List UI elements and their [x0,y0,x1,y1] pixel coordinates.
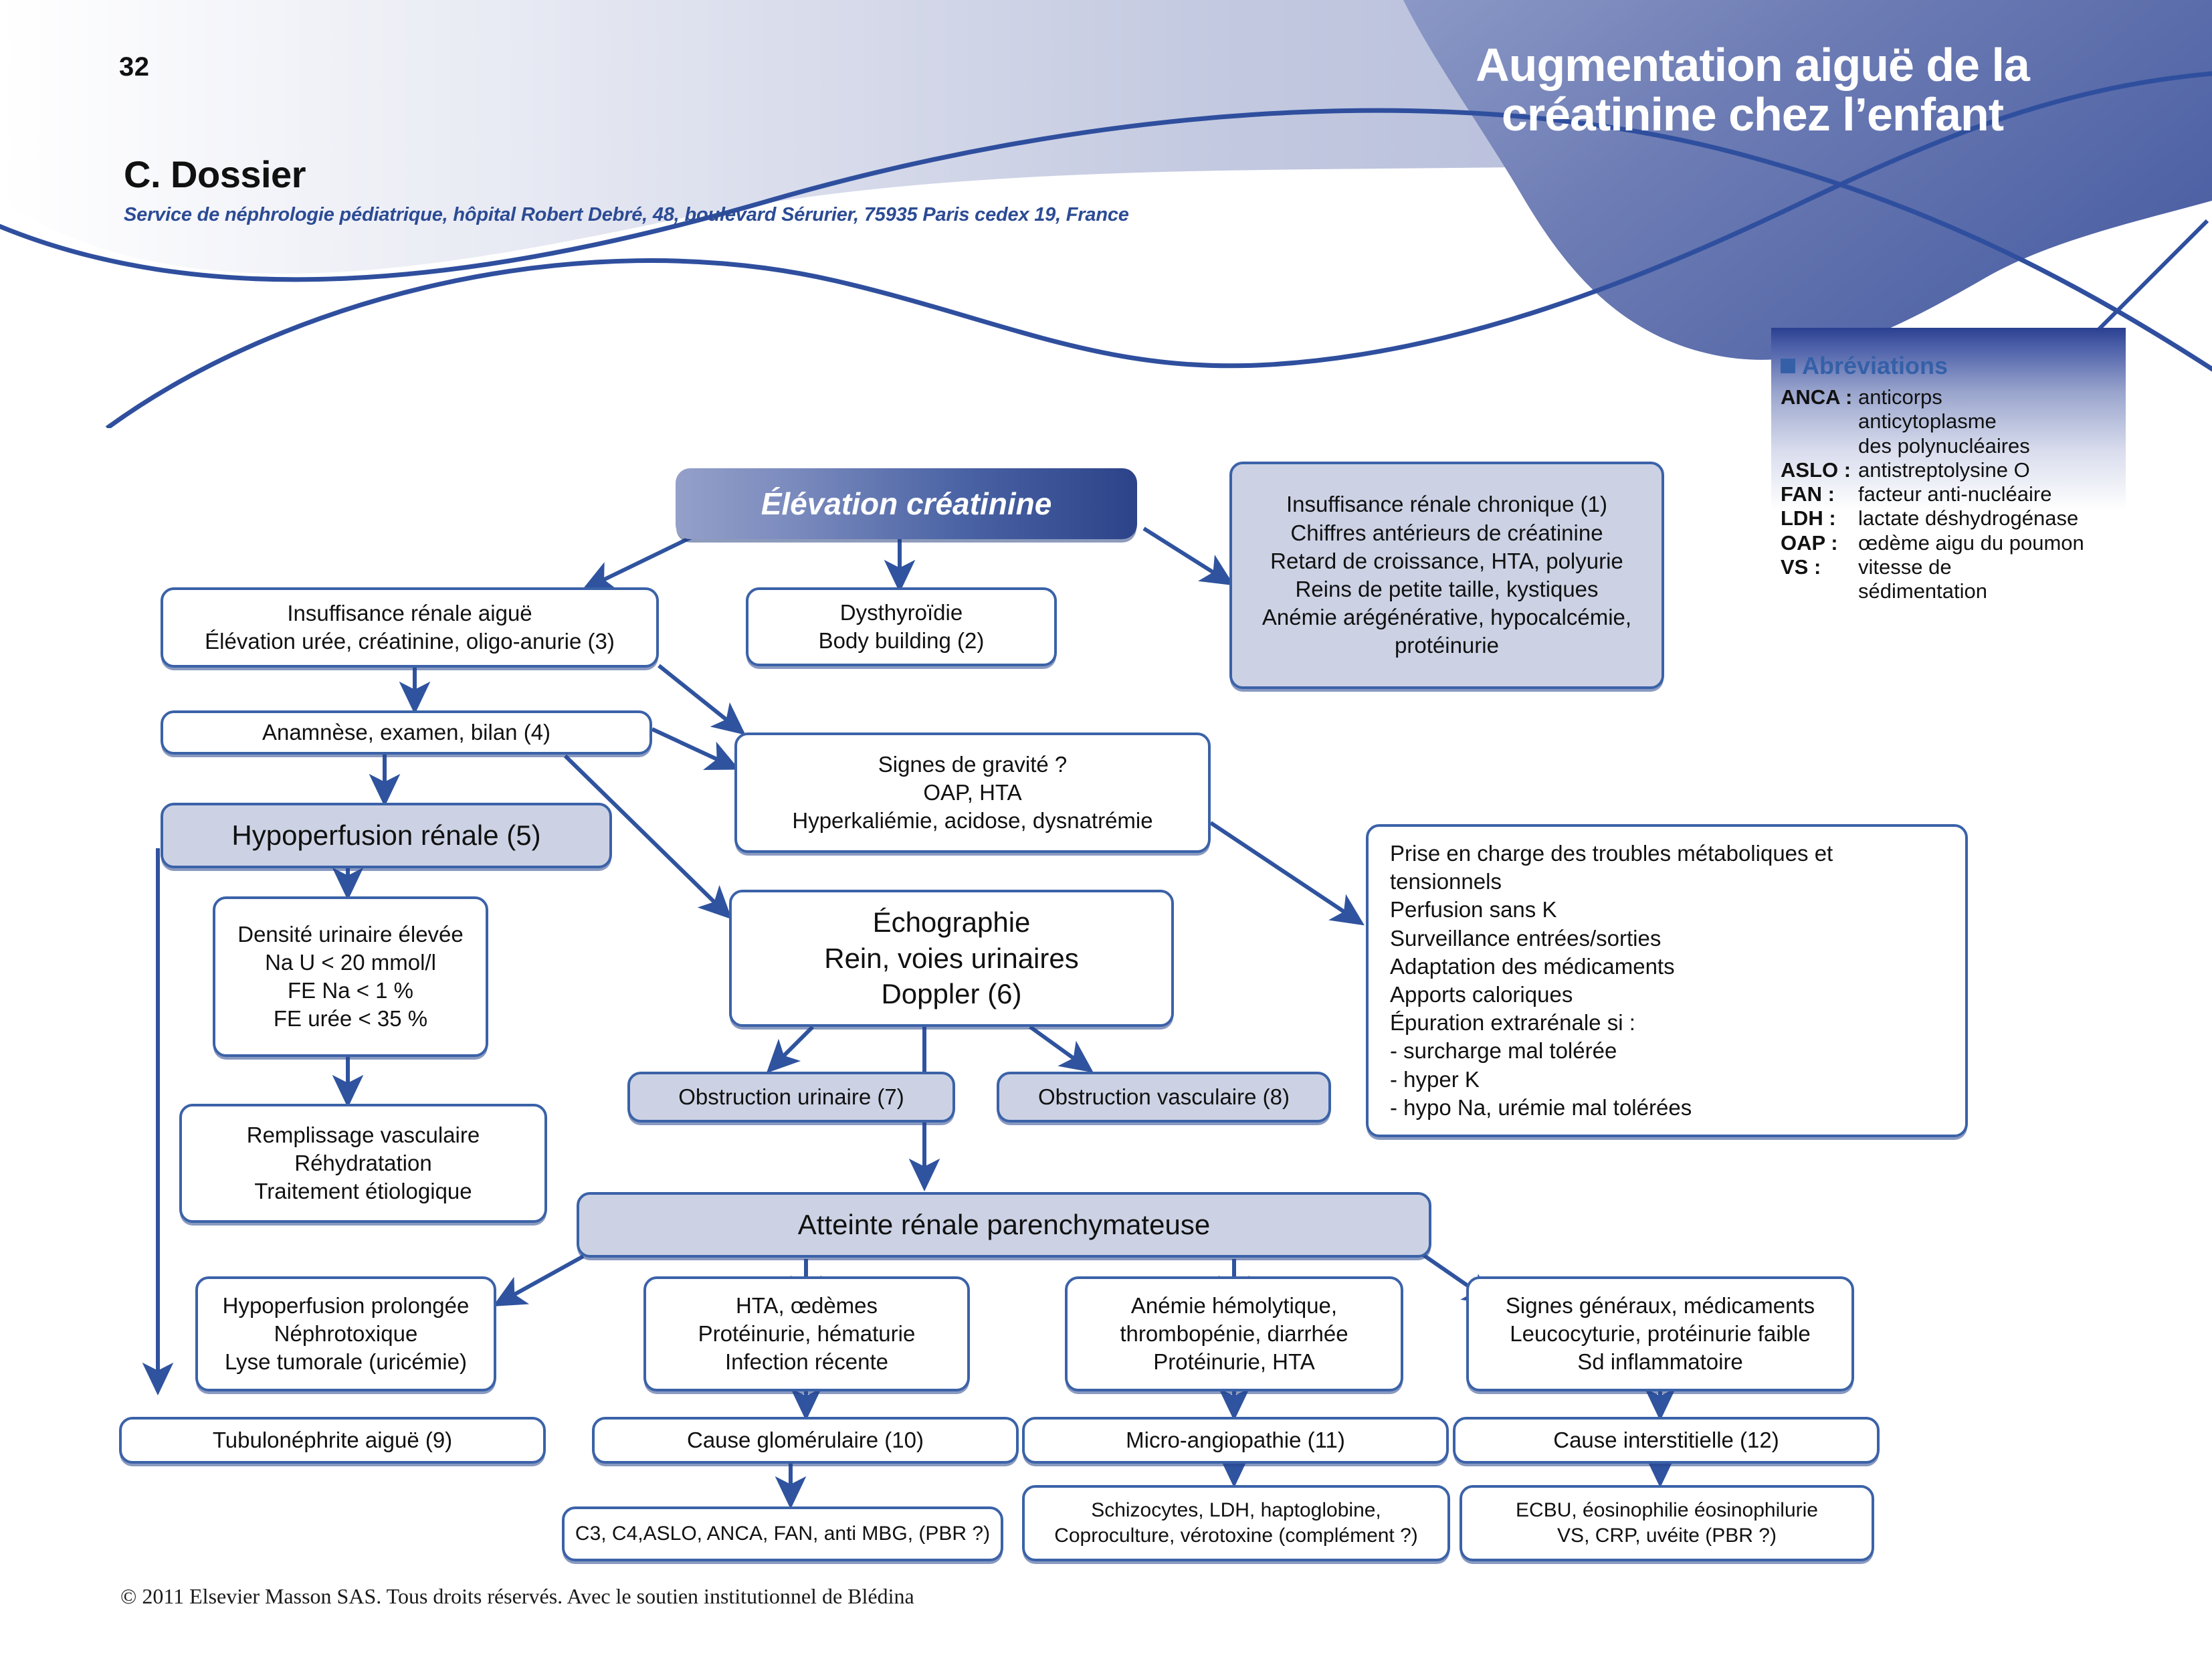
node-label: Tubulonéphrite aiguë (9) [212,1427,453,1452]
node-bilan-interstitielle[interactable]: ECBU, éosinophilie éosinophilurie VS, CR… [1460,1485,1874,1561]
abbreviation-value: lactate déshydrogénase [1858,506,2079,530]
node-tubulonephrite-aigue[interactable]: Tubulonéphrite aiguë (9) [119,1417,546,1464]
arrow-echo-to-obstruction-vasculaire [1029,1025,1094,1073]
arrow-atteinte-to-hypoperf-prolongee [492,1254,585,1306]
node-label: Signes de gravité ? OAP, HTA Hyperkaliém… [792,751,1153,834]
node-label: Insuffisance rénale chronique (1) Chiffr… [1262,492,1632,658]
node-hypoperfusion-renale[interactable]: Hypoperfusion rénale (5) [161,803,612,868]
node-label: Élévation créatinine [761,486,1052,521]
abbreviation-item: ANCA :anticorps [1781,385,2128,409]
node-prise-en-charge[interactable]: Prise en charge des troubles métabolique… [1366,824,1968,1137]
node-anamnese-examen-bilan[interactable]: Anamnèse, examen, bilan (4) [161,710,652,755]
abbreviation-item: FAN : facteur anti-nucléaire [1781,482,2128,506]
abbreviation-key: VS : [1781,555,1821,579]
node-label: Insuffisance rénale aiguë Élévation urée… [205,600,615,654]
node-label: Remplissage vasculaire Réhydratation Tra… [246,1122,480,1204]
node-label: Obstruction urinaire (7) [678,1084,904,1109]
abbreviations-list: ANCA :anticorps anticytoplasme des polyn… [1781,385,2128,603]
node-label: ECBU, éosinophilie éosinophilurie VS, CR… [1516,1498,1818,1547]
node-obstruction-urinaire[interactable]: Obstruction urinaire (7) [627,1072,955,1123]
node-obstruction-vasculaire[interactable]: Obstruction vasculaire (8) [997,1072,1331,1123]
abbreviation-key: OAP : [1781,530,1838,555]
node-label: Hypoperfusion rénale (5) [231,819,541,852]
abbreviations-heading-label: Abréviations [1802,352,1948,379]
node-label: Signes généraux, médicaments Leucocyturi… [1505,1292,1815,1375]
node-hta-oedemes[interactable]: HTA, œdèmes Protéinurie, hématurie Infec… [643,1276,970,1391]
abbreviation-value: anticorps [1858,385,1942,409]
abbreviation-item: ASLO : antistreptolysine O [1781,458,2128,482]
node-remplissage-vasculaire[interactable]: Remplissage vasculaire Réhydratation Tra… [179,1104,547,1223]
abbreviation-continuation: sédimentation [1858,579,1988,603]
node-label: Anamnèse, examen, bilan (4) [262,719,551,745]
abbreviation-value: vitesse de [1858,555,1952,579]
arrow-anamnese-to-echographie [563,754,732,920]
node-micro-angiopathie[interactable]: Micro-angiopathie (11) [1022,1417,1449,1464]
node-label: Atteinte rénale parenchymateuse [797,1209,1211,1241]
node-signes-de-gravite[interactable]: Signes de gravité ? OAP, HTA Hyperkaliém… [734,733,1211,853]
node-label: Hypoperfusion prolongée Néphrotoxique Ly… [222,1292,470,1375]
abbreviation-value: antistreptolysine O [1858,458,2030,482]
node-label: Densité urinaire élevée Na U < 20 mmol/l… [237,921,464,1032]
abbreviation-key: ANCA : [1781,385,1853,409]
abbreviation-item: LDH : lactate déshydrogénase [1781,506,2128,530]
node-bilan-microangiopathie[interactable]: Schizocytes, LDH, haptoglobine, Coprocul… [1022,1485,1450,1561]
node-echographie[interactable]: Échographie Rein, voies urinaires Dopple… [729,890,1174,1027]
node-label: Dysthyroïdie Body building (2) [818,599,985,653]
node-label: Échographie Rein, voies urinaires Dopple… [824,906,1079,1010]
abbreviation-key: ASLO : [1781,458,1851,482]
abbreviation-item: OAP : œdème aigu du poumon [1781,531,2128,555]
node-anemie-hemolytique[interactable]: Anémie hémolytique, thrombopénie, diarrh… [1065,1276,1403,1391]
abbreviation-value: œdème aigu du poumon [1858,530,2084,555]
node-insuffisance-renale-chronique[interactable]: Insuffisance rénale chronique (1) Chiffr… [1229,462,1664,689]
author-name: C. Dossier [124,153,306,195]
abbreviations-panel: Abréviations ANCA :anticorps anticytopla… [1771,328,2126,622]
node-atteinte-renale-parenchymateuse[interactable]: Atteinte rénale parenchymateuse [577,1192,1431,1258]
abbreviation-item: VS : vitesse de [1781,555,2128,579]
node-label: C3, C4,ASLO, ANCA, FAN, anti MBG, (PBR ?… [575,1522,991,1545]
abbreviation-key: FAN : [1781,482,1835,506]
arrow-signes-to-prise-en-charge [1209,821,1365,926]
abbreviation-value: facteur anti-nucléaire [1858,482,2052,506]
copyright-footer: © 2011 Elsevier Masson SAS. Tous droits … [120,1584,914,1608]
node-label: Micro-angiopathie (11) [1126,1427,1345,1452]
node-label: Schizocytes, LDH, haptoglobine, Coprocul… [1054,1498,1418,1547]
node-cause-interstitielle[interactable]: Cause interstitielle (12) [1453,1417,1880,1464]
abbreviation-continuation: anticytoplasme des polynucléaires [1858,409,2030,458]
node-bilan-glomerulaire[interactable]: C3, C4,ASLO, ANCA, FAN, anti MBG, (PBR ?… [562,1506,1003,1561]
arrow-echo-to-obstruction-urinaire [766,1025,815,1074]
node-densite-urinaire[interactable]: Densité urinaire élevée Na U < 20 mmol/l… [213,896,488,1057]
node-label: Anémie hémolytique, thrombopénie, diarrh… [1120,1292,1348,1375]
page-number: 32 [119,52,150,82]
node-cause-glomerulaire[interactable]: Cause glomérulaire (10) [592,1417,1019,1464]
arrow-hero-to-irc [1142,526,1235,586]
abbreviations-heading: Abréviations [1781,352,1948,380]
node-label: HTA, œdèmes Protéinurie, hématurie Infec… [698,1292,916,1375]
node-dysthyroidie[interactable]: Dysthyroïdie Body building (2) [746,587,1057,666]
abbreviation-key: LDH : [1781,506,1836,530]
page-title: Augmentation aiguë de la créatinine chez… [1476,39,2030,141]
node-label: Prise en charge des troubles métabolique… [1390,840,1833,1120]
node-signes-generaux[interactable]: Signes généraux, médicaments Leucocyturi… [1466,1276,1854,1391]
arrow-hero-to-ira [581,533,697,591]
square-bullet-icon [1781,359,1795,373]
arrow-ira-to-signes [658,664,746,735]
node-insuffisance-renale-aigue[interactable]: Insuffisance rénale aiguë Élévation urée… [161,587,659,668]
node-label: Cause interstitielle (12) [1553,1427,1779,1452]
arrow-anamnese-to-signes2 [651,727,740,771]
node-label: Obstruction vasculaire (8) [1038,1084,1290,1109]
node-elevation-creatinine[interactable]: Élévation créatinine [676,468,1137,539]
node-hypoperfusion-prolongee[interactable]: Hypoperfusion prolongée Néphrotoxique Ly… [195,1276,496,1391]
author-affiliation: Service de néphrologie pédiatrique, hôpi… [124,204,1129,225]
node-label: Cause glomérulaire (10) [687,1427,924,1452]
